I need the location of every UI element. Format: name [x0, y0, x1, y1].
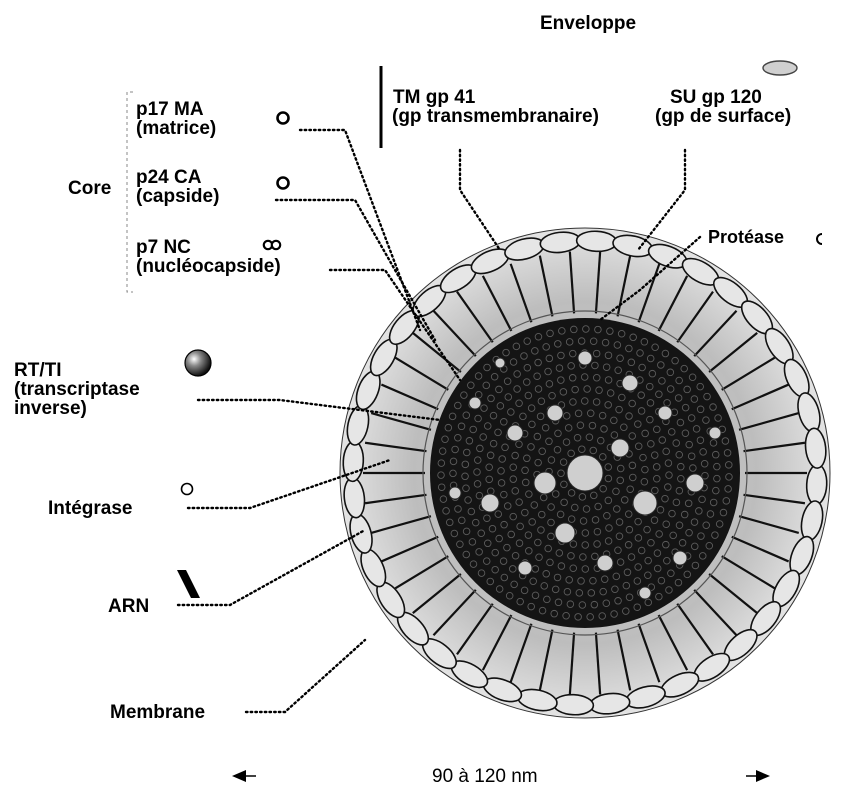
core-component — [567, 455, 603, 491]
p7-label: p7 NC — [136, 237, 191, 258]
membrane-label: Membrane — [110, 702, 205, 723]
core-component — [639, 587, 651, 599]
reverse-transcriptase-icon — [185, 350, 211, 376]
p24-label: p24 CA — [136, 167, 202, 188]
envelope-title: Enveloppe — [540, 13, 636, 34]
integrase-label: Intégrase — [48, 498, 132, 519]
core-component — [658, 406, 672, 420]
core-component — [507, 425, 523, 441]
nucleocapsid-protein-icon — [264, 241, 280, 249]
core-component — [495, 358, 505, 368]
tm-sublabel: (gp transmembranaire) — [392, 106, 599, 127]
leader-arn — [178, 530, 365, 605]
su-sublabel: (gp de surface) — [655, 106, 791, 127]
core-component — [518, 561, 532, 575]
core-component — [709, 427, 721, 439]
arn-label: ARN — [108, 596, 149, 617]
core-component — [597, 555, 613, 571]
core-component — [449, 487, 461, 499]
core-component — [481, 494, 499, 512]
core-label: Core — [68, 178, 111, 199]
core-component — [555, 523, 575, 543]
tm-label: TM gp 41 — [393, 87, 476, 108]
core-component — [622, 375, 638, 391]
size-arrow-left — [232, 770, 256, 782]
rt-label: RT/TI — [14, 360, 62, 381]
integrase-icon — [182, 484, 193, 495]
core-bracket — [127, 92, 133, 292]
core-component — [673, 551, 687, 565]
core-component — [469, 397, 481, 409]
p24-sublabel: (capside) — [136, 186, 219, 207]
virion — [340, 228, 830, 718]
size-label: 90 à 120 nm — [432, 766, 538, 787]
matrix-protein-icon — [278, 113, 289, 124]
rt-sublabel-1: (transcriptase — [14, 379, 140, 400]
p17-label: p17 MA — [136, 99, 204, 120]
core-component — [686, 474, 704, 492]
capsid-protein-icon — [278, 178, 289, 189]
core-component — [534, 472, 556, 494]
p17-sublabel: (matrice) — [136, 118, 216, 139]
su-label: SU gp 120 — [670, 87, 762, 108]
rna-strand-icon — [177, 570, 200, 598]
core-component — [578, 351, 592, 365]
size-arrow-right — [746, 770, 770, 782]
surface-glycoprotein-icon — [763, 61, 797, 75]
p7-sublabel: (nucléocapside) — [136, 256, 281, 277]
core-component — [547, 405, 563, 421]
rt-sublabel-2: inverse) — [14, 398, 87, 419]
protease-label: Protéase — [708, 227, 784, 247]
core-component — [633, 491, 657, 515]
protease-icon — [817, 234, 822, 244]
leader-p17 — [300, 130, 420, 330]
leader-tm — [460, 150, 500, 250]
core-component — [611, 439, 629, 457]
leader-membrane — [246, 640, 365, 712]
